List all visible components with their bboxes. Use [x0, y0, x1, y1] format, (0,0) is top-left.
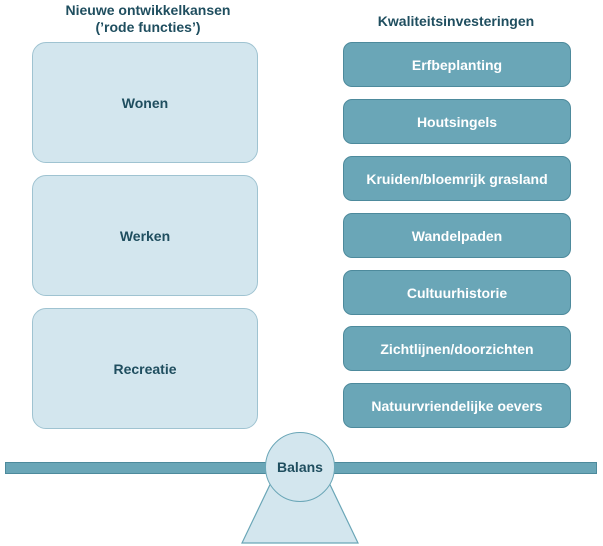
quality-item-erfbeplanting: Erfbeplanting [343, 42, 571, 87]
quality-item-cultuurhistorie: Cultuurhistorie [343, 270, 571, 315]
balance-pivot: Balans [265, 432, 335, 502]
left-column-header: Nieuwe ontwikkelkansen (’rode functies’) [18, 2, 278, 36]
red-function-recreatie: Recreatie [32, 308, 258, 429]
quality-item-houtsingels: Houtsingels [343, 99, 571, 144]
red-function-werken: Werken [32, 175, 258, 296]
quality-item-wandelpaden: Wandelpaden [343, 213, 571, 258]
balance-label: Balans [277, 459, 323, 475]
fulcrum-triangle [241, 470, 359, 544]
red-function-wonen: Wonen [32, 42, 258, 163]
left-header-line1: Nieuwe ontwikkelkansen [65, 2, 231, 18]
right-column-header: Kwaliteitsinvesteringen [377, 13, 535, 29]
quality-item-oevers: Natuurvriendelijke oevers [343, 383, 571, 428]
left-header-line2: (’rode functies’) [95, 19, 201, 35]
quality-item-kruiden-grasland: Kruiden/bloemrijk grasland [343, 156, 571, 201]
quality-item-zichtlijnen: Zichtlijnen/doorzichten [343, 326, 571, 371]
